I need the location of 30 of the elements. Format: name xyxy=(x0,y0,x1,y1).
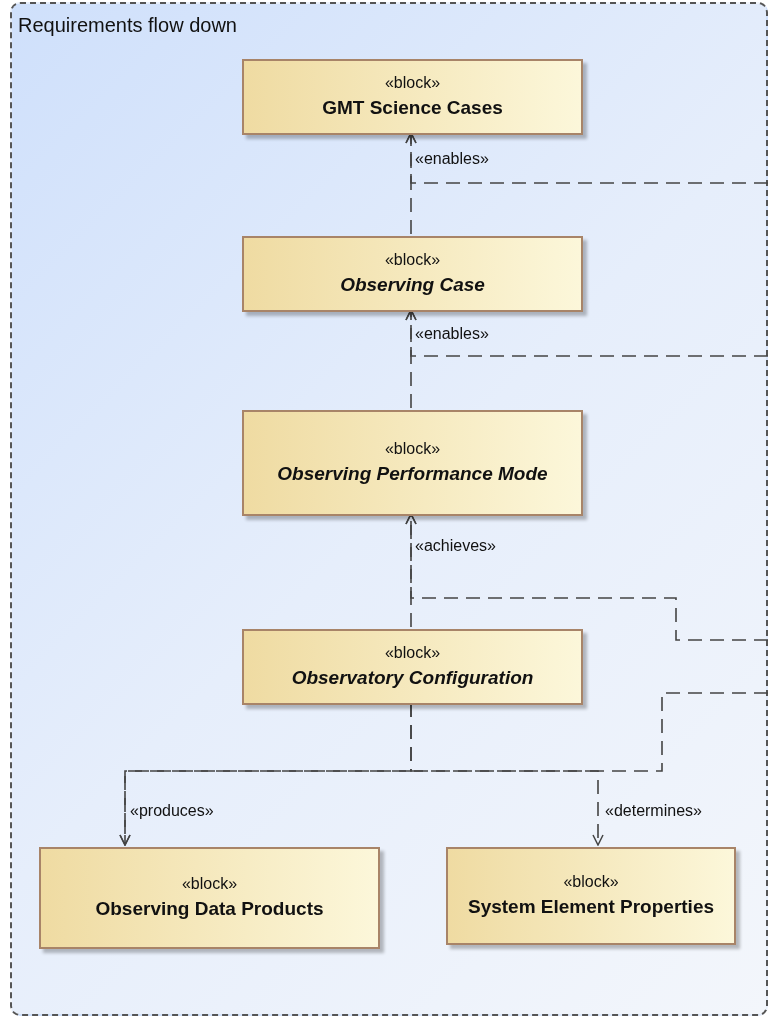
block-box xyxy=(242,410,583,516)
stereotype-label: «block» xyxy=(384,251,441,270)
stereotype-label: «block» xyxy=(384,440,441,459)
stereotype-label: «block» xyxy=(563,873,619,892)
edge-label: «determines» xyxy=(605,802,702,820)
dependency-arrow xyxy=(119,692,769,846)
edge-label: «enables» xyxy=(415,150,489,168)
edge-label: «produces» xyxy=(130,802,214,820)
block-box xyxy=(242,629,583,705)
block-box xyxy=(242,236,583,312)
block-name: Observing Performance Mode xyxy=(277,462,548,486)
block-box xyxy=(242,59,583,135)
block-name: GMT Science Cases xyxy=(322,96,503,120)
dependency-arrow xyxy=(405,309,769,357)
stereotype-label: «block» xyxy=(384,74,441,93)
block-name: Observing Case xyxy=(340,273,485,297)
block-name: Observing Data Products xyxy=(95,897,324,921)
stereotype-label: «block» xyxy=(181,875,238,894)
block-name: System Element Properties xyxy=(467,895,714,919)
edge-label: «enables» xyxy=(415,325,489,343)
frame-title: Requirements flow down xyxy=(18,14,237,37)
edge-label: «achieves» xyxy=(415,537,496,555)
dependency-arrow xyxy=(405,513,769,641)
dependency-arrow xyxy=(405,132,769,184)
dependency-arrow xyxy=(410,702,604,846)
diagram-frame xyxy=(10,2,768,1016)
stereotype-label: «block» xyxy=(384,644,441,663)
block-box xyxy=(446,847,736,945)
block-name: Observatory Configuration xyxy=(291,666,534,690)
block-box xyxy=(39,847,380,949)
